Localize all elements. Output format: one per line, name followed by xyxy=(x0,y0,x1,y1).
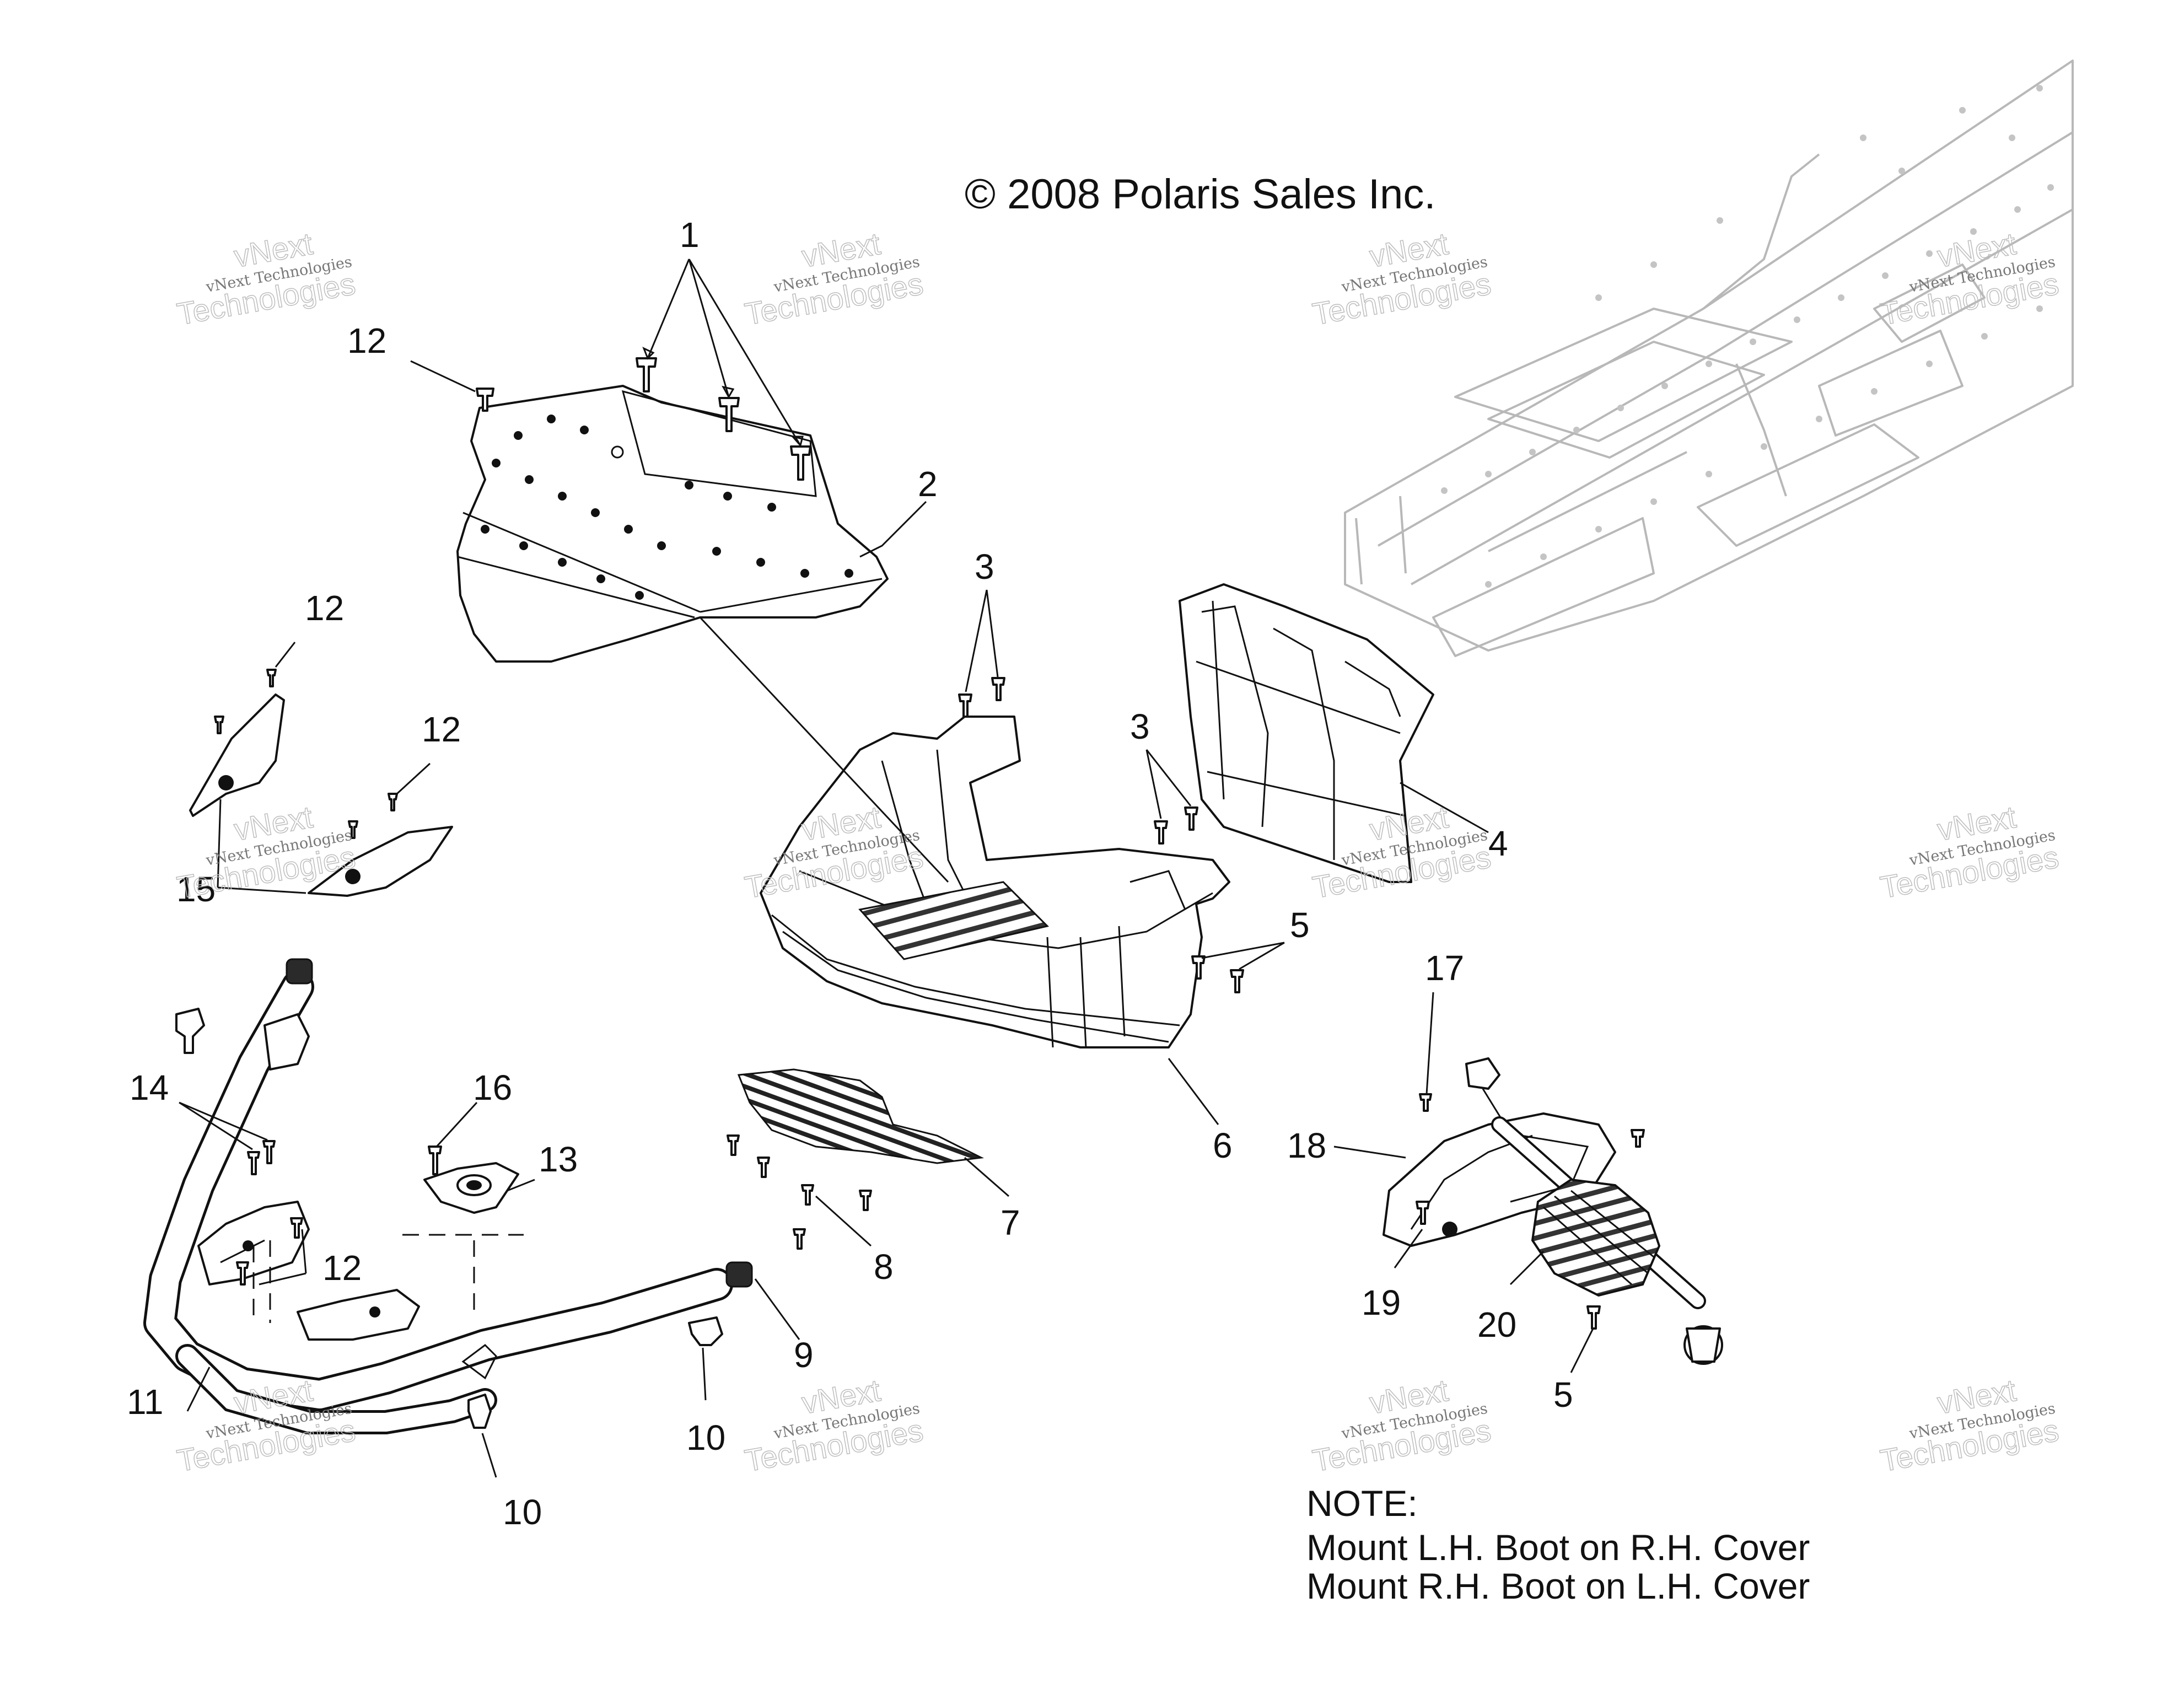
part-grill xyxy=(737,1068,985,1164)
part-bumper xyxy=(143,958,753,1434)
callout-12-lower: 12 xyxy=(322,1248,362,1288)
callout-12-mid: 12 xyxy=(422,709,461,749)
note-line-2: Mount R.H. Boot on L.H. Cover xyxy=(1306,1566,1810,1606)
part-skid-plate xyxy=(456,385,889,663)
callout-7: 7 xyxy=(1000,1203,1020,1243)
part-screws-1 xyxy=(636,357,811,481)
callout-4: 4 xyxy=(1488,824,1508,863)
part-front-panel xyxy=(1179,583,1434,883)
part-screws-8 xyxy=(727,1134,872,1250)
callout-13: 13 xyxy=(539,1139,578,1179)
callout-15: 15 xyxy=(176,869,216,909)
callout-1: 1 xyxy=(680,215,700,255)
callout-20: 20 xyxy=(1477,1305,1516,1345)
callout-11: 11 xyxy=(127,1382,163,1422)
part-fasteners-right xyxy=(1416,1093,1645,1330)
callout-labels: 1 2 3 3 4 5 5 6 7 8 9 10 10 11 12 12 12 … xyxy=(127,215,1573,1532)
callout-8: 8 xyxy=(874,1247,894,1287)
part-fasteners-14 xyxy=(236,1140,303,1286)
callout-6: 6 xyxy=(1213,1126,1233,1165)
callout-10-center: 10 xyxy=(686,1418,725,1458)
callout-12-left: 12 xyxy=(305,588,344,628)
callout-17: 17 xyxy=(1425,948,1464,988)
callout-19: 19 xyxy=(1362,1283,1401,1322)
copyright-text: © 2008 Polaris Sales Inc. xyxy=(965,171,1435,218)
part-bolts-10 xyxy=(175,1008,723,1429)
callout-3-upper: 3 xyxy=(975,547,994,587)
part-brackets-15 xyxy=(189,669,453,897)
callout-18: 18 xyxy=(1287,1126,1326,1165)
callout-3-lower: 3 xyxy=(1130,707,1150,746)
callout-10-lower: 10 xyxy=(503,1492,542,1532)
part-bracket-13 xyxy=(252,1146,524,1323)
screw-12-top xyxy=(476,388,494,412)
callout-9: 9 xyxy=(794,1335,814,1375)
callout-12-top: 12 xyxy=(347,321,386,361)
callout-5-lower: 5 xyxy=(1553,1375,1573,1415)
chassis-ghost-illustration xyxy=(1344,60,2074,657)
note-block: NOTE: Mount L.H. Boot on R.H. Cover Moun… xyxy=(1306,1483,1810,1606)
part-screws-3 xyxy=(958,677,1198,845)
leader-lines xyxy=(179,259,1594,1478)
note-line-1: Mount L.H. Boot on R.H. Cover xyxy=(1306,1527,1810,1568)
callout-14: 14 xyxy=(130,1068,169,1107)
callout-16: 16 xyxy=(473,1068,512,1107)
callout-2: 2 xyxy=(918,464,938,504)
part-cover-18 xyxy=(1383,1057,1616,1247)
note-heading: NOTE: xyxy=(1306,1483,1418,1524)
part-boot-20 xyxy=(1531,1178,1661,1297)
part-screws-5-upper xyxy=(1191,955,1244,993)
part-nose-pan xyxy=(760,716,1230,1048)
callout-5-upper: 5 xyxy=(1290,905,1310,945)
